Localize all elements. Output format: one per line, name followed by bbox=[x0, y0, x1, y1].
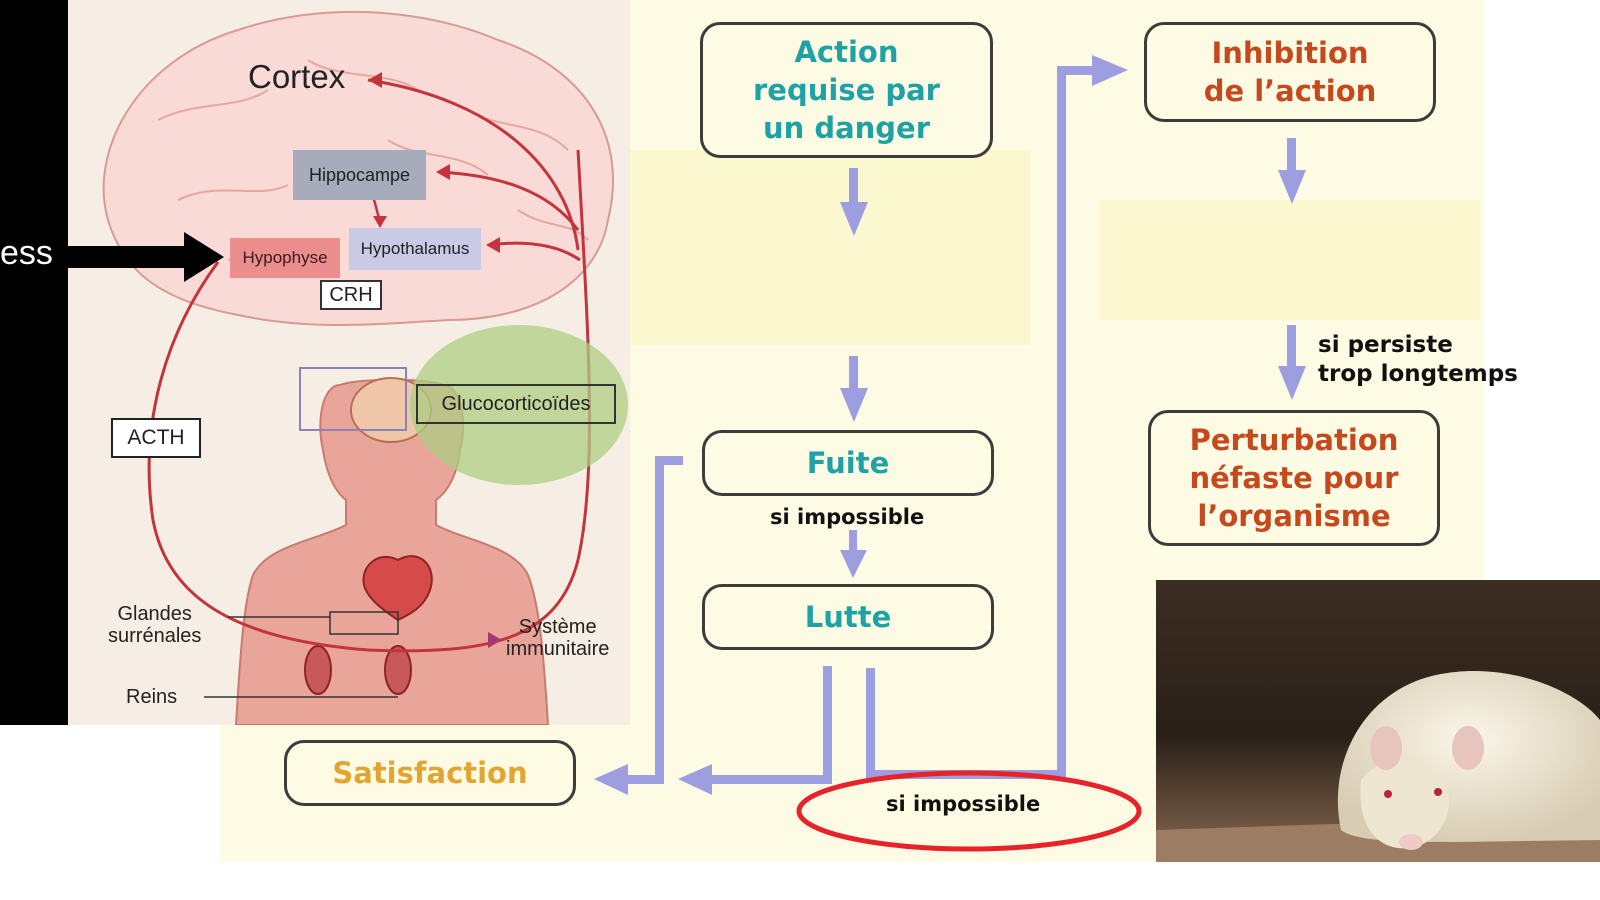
arrow-to-hippocampe bbox=[437, 170, 580, 231]
arrowhead bbox=[368, 72, 382, 88]
action-line3: un danger bbox=[762, 111, 931, 146]
action-box: Action requise par un danger bbox=[700, 22, 993, 158]
inhibition-box: Inhibition de l’action bbox=[1144, 22, 1436, 122]
lutte-box: Lutte bbox=[702, 584, 994, 650]
perturbation-line1: Perturbation bbox=[1189, 422, 1399, 457]
inhibition-line1: Inhibition bbox=[1211, 35, 1369, 70]
rat-head bbox=[1360, 759, 1450, 849]
reins-label: Reins bbox=[126, 686, 178, 708]
si-persiste-line1: si persiste bbox=[1318, 332, 1453, 358]
si-persiste-label: si persiste trop longtemps bbox=[1318, 331, 1518, 389]
hypothalamus-label: Hypothalamus bbox=[349, 228, 481, 270]
arrowhead bbox=[373, 216, 387, 228]
fuite-box: Fuite bbox=[702, 430, 994, 496]
systeme-label: Système immunitaire bbox=[506, 616, 609, 660]
background-block bbox=[630, 150, 1030, 345]
action-line2: requise par bbox=[753, 72, 940, 107]
right-margin bbox=[1484, 0, 1600, 580]
anatomy-illustration: Cortex Hippocampe Hypophyse Hypothalamus… bbox=[68, 0, 630, 725]
head-highlight-box bbox=[299, 367, 407, 431]
si-impossible-label: si impossible bbox=[770, 505, 925, 529]
hypophyse-label: Hypophyse bbox=[230, 238, 340, 278]
perturbation-line2: néfaste pour bbox=[1189, 460, 1399, 495]
hippocampe-label: Hippocampe bbox=[293, 150, 426, 200]
crh-label: CRH bbox=[320, 280, 382, 310]
rat-eye-right bbox=[1434, 788, 1442, 796]
highlight-ellipse bbox=[796, 770, 1142, 852]
rat-ear-left bbox=[1370, 726, 1402, 770]
inhibition-line2: de l’action bbox=[1203, 74, 1377, 108]
glandes-label: Glandes surrénales bbox=[108, 603, 201, 647]
acth-label: ACTH bbox=[111, 418, 201, 458]
arrowhead bbox=[436, 164, 450, 180]
glucocorticoides-label: Glucocorticoïdes bbox=[416, 384, 616, 424]
glandes-label-line1: Glandes bbox=[117, 603, 192, 625]
action-line1: Action bbox=[794, 34, 899, 69]
left-black-bar bbox=[0, 0, 68, 725]
arrowhead bbox=[486, 237, 500, 253]
brain-folds bbox=[157, 59, 589, 261]
satisfaction-box: Satisfaction bbox=[284, 740, 576, 806]
glandes-bracket bbox=[329, 611, 399, 635]
si-impossible-highlighted-label: si impossible bbox=[886, 792, 1041, 816]
rat-photo bbox=[1156, 580, 1600, 862]
stress-label: ess bbox=[0, 234, 53, 272]
cortex-label: Cortex bbox=[248, 58, 346, 95]
stress-arrow bbox=[68, 232, 224, 282]
bottom-margin bbox=[0, 862, 1600, 900]
glandes-label-line2: surrénales bbox=[108, 625, 202, 647]
systeme-label-line1: Système bbox=[518, 616, 597, 638]
perturbation-line3: l’organisme bbox=[1197, 499, 1391, 534]
glucocorticoides-highlight bbox=[410, 325, 628, 485]
kidney-right bbox=[384, 645, 412, 695]
perturbation-box: Perturbation néfaste pour l’organisme bbox=[1148, 410, 1440, 546]
kidney-left bbox=[304, 645, 332, 695]
si-persiste-line2: trop longtemps bbox=[1318, 361, 1518, 387]
arrowhead bbox=[488, 632, 502, 648]
rat-nose bbox=[1399, 834, 1423, 850]
rat-ear-right bbox=[1452, 726, 1484, 770]
background-block bbox=[1100, 200, 1480, 320]
systeme-label-line2: immunitaire bbox=[506, 638, 610, 660]
rat-eye-left bbox=[1384, 790, 1392, 798]
rat-drawing bbox=[1156, 580, 1600, 862]
